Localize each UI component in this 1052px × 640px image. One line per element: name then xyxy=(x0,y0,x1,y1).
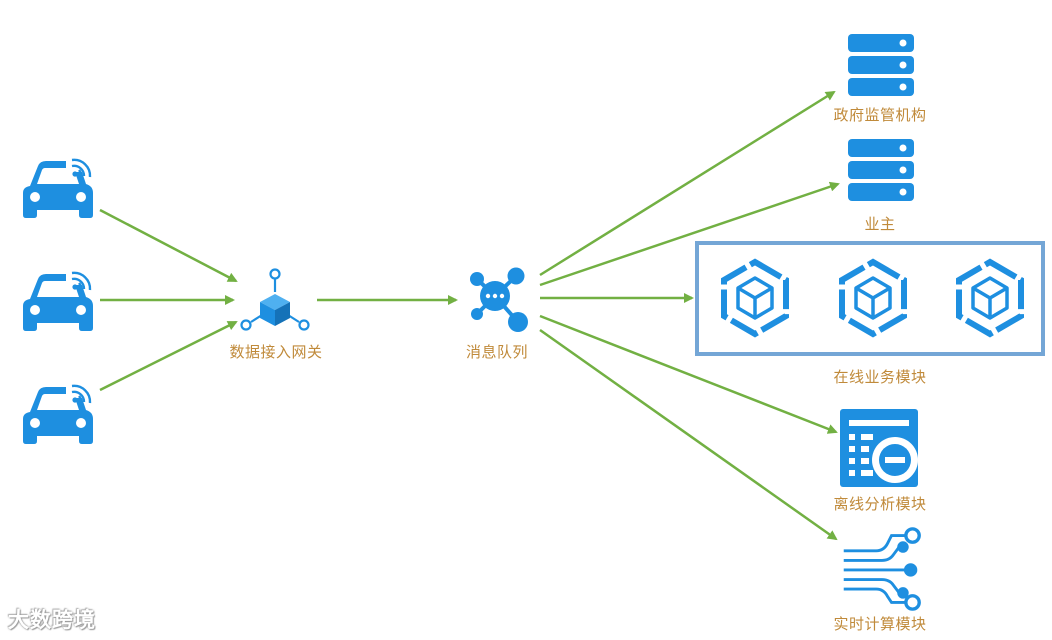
gateway-label: 数据接入网关 xyxy=(229,343,323,361)
gateway-hub-icon xyxy=(240,268,310,331)
cube-service-icon xyxy=(959,262,1021,334)
owner-label: 业主 xyxy=(864,215,896,233)
realtime-label: 实时计算模块 xyxy=(833,615,927,633)
car-1-icon xyxy=(21,158,95,220)
arrow-queue-offline xyxy=(539,314,838,434)
gov-server-icon xyxy=(848,34,914,96)
car-3-icon xyxy=(21,384,95,446)
arrow-car3-gateway xyxy=(99,320,238,392)
car-2-icon xyxy=(21,271,95,333)
circuit-icon xyxy=(842,527,921,611)
message-queue-icon xyxy=(470,267,528,332)
arrow-queue-realtime xyxy=(539,328,838,541)
flow-arrows xyxy=(99,90,840,541)
offline-label: 离线分析模块 xyxy=(833,495,927,513)
owner-server-icon xyxy=(848,139,914,201)
online-modules-box xyxy=(695,241,1045,356)
watermark: 大数跨境 xyxy=(8,608,96,632)
cube-service-icon xyxy=(724,262,786,334)
cube-service-icon xyxy=(842,262,904,334)
gov-label: 政府监管机构 xyxy=(833,106,927,124)
online-label: 在线业务模块 xyxy=(833,368,927,386)
queue-label: 消息队列 xyxy=(465,343,529,361)
arrow-queue-gov xyxy=(539,90,836,277)
arrow-queue-owner xyxy=(539,181,840,287)
arrow-car1-gateway xyxy=(99,208,238,283)
analytics-icon xyxy=(840,409,918,487)
